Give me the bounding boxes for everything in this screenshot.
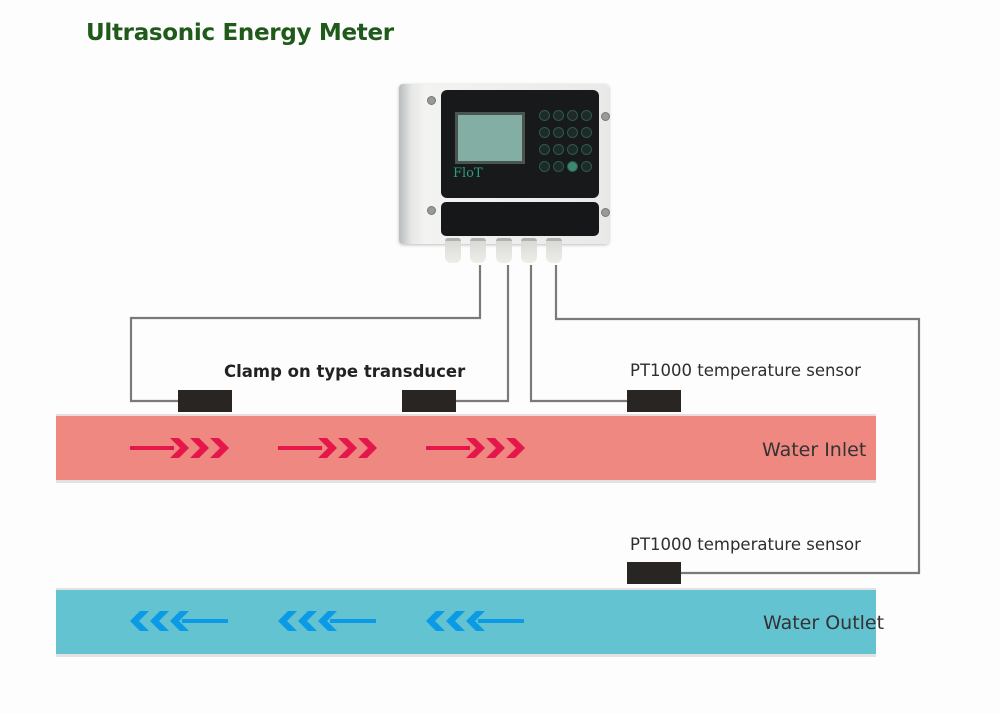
water-inlet-label: Water Inlet [762, 439, 867, 461]
diagram-title: Ultrasonic Energy Meter [86, 20, 394, 46]
pt1000-sensor-inlet [627, 390, 681, 412]
screw-icon [601, 208, 610, 217]
arrow-right-icon [278, 438, 377, 458]
keypad-key [581, 161, 592, 172]
keypad-key [553, 110, 564, 121]
cable-gland [445, 238, 461, 263]
keypad-key [567, 144, 578, 155]
clamp-transducer-label: Clamp on type transducer [224, 362, 466, 381]
pt1000-outlet-label: PT1000 temperature sensor [630, 535, 861, 554]
pt1000-inlet-label: PT1000 temperature sensor [630, 361, 861, 380]
arrow-right-icon [130, 438, 229, 458]
screw-icon [601, 112, 610, 121]
cable-gland [496, 238, 512, 263]
keypad-key [581, 127, 592, 138]
keypad-key [539, 161, 550, 172]
device-lower-panel [441, 202, 599, 236]
device-keypad [539, 110, 595, 174]
screw-icon [427, 206, 436, 215]
arrow-left-icon [426, 611, 524, 631]
clamp-transducer-2 [402, 390, 456, 412]
screw-icon [427, 96, 436, 105]
device-front-panel: FloT [441, 90, 599, 198]
clamp-transducer-1 [178, 390, 232, 412]
device-brand-logo: FloT [453, 166, 483, 181]
cable-transducer-1 [129, 265, 482, 403]
lcd-screen [455, 112, 525, 164]
cable-pt1000-inlet [529, 265, 627, 403]
keypad-key [567, 127, 578, 138]
keypad-key [567, 161, 578, 172]
keypad-key [553, 161, 564, 172]
keypad-key [581, 144, 592, 155]
keypad-key [539, 127, 550, 138]
arrow-left-icon [278, 611, 376, 631]
pt1000-sensor-outlet [627, 562, 681, 584]
water-outlet-label: Water Outlet [763, 612, 885, 634]
keypad-key [553, 127, 564, 138]
keypad-key [539, 144, 550, 155]
keypad-key [553, 144, 564, 155]
cable-pt1000-outlet [554, 265, 921, 575]
cable-gland [546, 238, 562, 263]
cable-gland [470, 238, 486, 263]
energy-meter-device: FloT [399, 84, 610, 263]
arrow-right-icon [426, 438, 525, 458]
cable-transducer-2 [456, 265, 510, 403]
keypad-key [567, 110, 578, 121]
keypad-key [539, 110, 550, 121]
keypad-key [581, 110, 592, 121]
arrow-left-icon [130, 611, 228, 631]
cable-gland [521, 238, 537, 263]
